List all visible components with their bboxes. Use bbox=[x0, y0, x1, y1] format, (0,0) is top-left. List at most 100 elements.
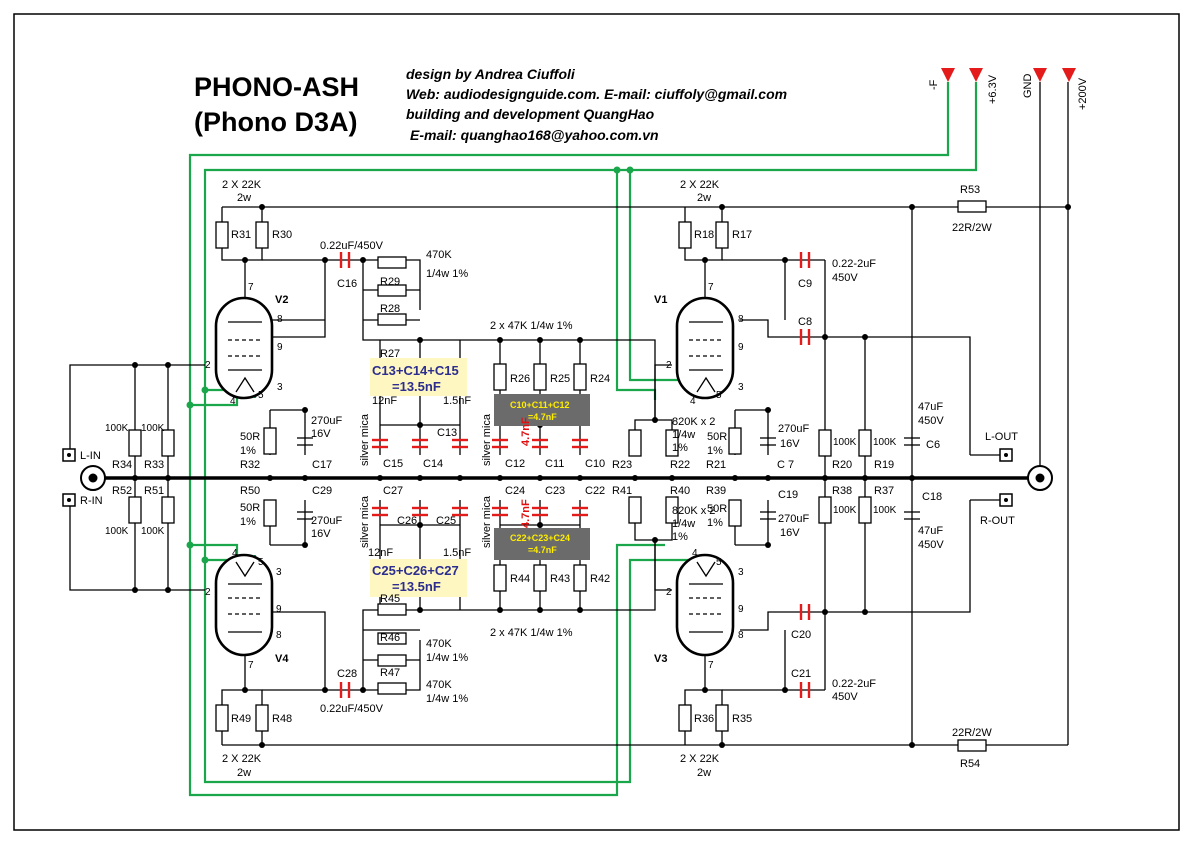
v3-pin: 5 bbox=[716, 557, 722, 568]
value-label: 100K bbox=[873, 505, 897, 516]
value-label: 1/4w 1% bbox=[426, 652, 468, 664]
value-label: 270uF bbox=[778, 423, 809, 435]
v3-pin: 9 bbox=[738, 604, 744, 615]
v4-pin: 4 bbox=[232, 548, 238, 559]
capacitor-label: C15 bbox=[383, 458, 403, 470]
supply-label-gnd: GND bbox=[1022, 74, 1034, 99]
v2-pin: 8 bbox=[277, 314, 283, 325]
value-label: 100K bbox=[141, 526, 165, 537]
value-label: 100K bbox=[141, 423, 165, 434]
v4-pin: 2 bbox=[205, 587, 211, 598]
resistor-label: R51 bbox=[144, 485, 164, 497]
sum-bot-blue-line1: C25+C26+C27 bbox=[372, 563, 459, 578]
resistor-label: R46 bbox=[380, 632, 400, 644]
value-label: 820K x 2 bbox=[672, 416, 715, 428]
v1-pin: 9 bbox=[738, 342, 744, 353]
resistor-label: R35 bbox=[732, 713, 752, 725]
resistor-label: R50 bbox=[240, 485, 260, 497]
capacitor-label: C17 bbox=[312, 459, 332, 471]
value-label: 450V bbox=[918, 539, 944, 551]
capacitor-symbols bbox=[297, 252, 920, 698]
resistor-label: R27 bbox=[380, 348, 400, 360]
v3-pin: 7 bbox=[708, 660, 714, 671]
value-label: 270uF bbox=[311, 415, 342, 427]
capacitor-label: C24 bbox=[505, 485, 525, 497]
title-line-2: (Phono D3A) bbox=[194, 107, 357, 137]
value-label: 2w bbox=[237, 767, 251, 779]
value-label: 100K bbox=[105, 526, 129, 537]
value-label: 16V bbox=[780, 527, 800, 539]
capacitor-label: C29 bbox=[312, 485, 332, 497]
credit-line-2: Web: audiodesignguide.com. E-mail: ciuff… bbox=[406, 86, 787, 102]
supply-terminal-f bbox=[941, 68, 955, 82]
value-label: 0.22-2uF bbox=[832, 678, 876, 690]
v4-pin: 3 bbox=[276, 567, 282, 578]
value-label: 4.7nF bbox=[520, 499, 532, 528]
sum-bot-yel-line1: C22+C23+C24 bbox=[510, 533, 570, 543]
sum-box-bot-blue bbox=[370, 559, 467, 597]
value-label: 820K x 2 bbox=[672, 505, 715, 517]
value-label: 1.5nF bbox=[443, 395, 471, 407]
capacitor-label: C16 bbox=[337, 278, 357, 290]
value-label: 1/4w bbox=[672, 429, 695, 441]
resistor-label: R31 bbox=[231, 229, 251, 241]
value-label: 22R/2W bbox=[952, 222, 992, 234]
sum-top-blue-line1: C13+C14+C15 bbox=[372, 363, 459, 378]
resistor-label: R40 bbox=[670, 485, 690, 497]
capacitor-label: C6 bbox=[926, 439, 940, 451]
capacitor-label: C20 bbox=[791, 629, 811, 641]
tube-label-v3: V3 bbox=[654, 653, 667, 665]
l-in-label: L-IN bbox=[80, 450, 101, 462]
value-label: 0.22uF/450V bbox=[320, 240, 384, 252]
v4-pin: 8 bbox=[276, 630, 282, 641]
resistor-label: R42 bbox=[590, 573, 610, 585]
sum-box-top-blue bbox=[370, 358, 467, 396]
value-label: 450V bbox=[832, 691, 858, 703]
resistor-label: R29 bbox=[380, 276, 400, 288]
v1-pin: 5 bbox=[716, 390, 722, 401]
capacitor-label: C8 bbox=[798, 316, 812, 328]
value-label: 1% bbox=[707, 445, 723, 457]
value-label: 50R bbox=[707, 431, 727, 443]
credit-line-1: design by Andrea Ciuffoli bbox=[406, 66, 576, 82]
value-label: 2 X 22K bbox=[222, 753, 262, 765]
value-label: 16V bbox=[311, 428, 331, 440]
v1-pin: 3 bbox=[738, 382, 744, 393]
credit-line-3: building and development QuangHao bbox=[406, 106, 655, 122]
value-label: 47uF bbox=[918, 525, 943, 537]
resistor-label: R20 bbox=[832, 459, 852, 471]
value-label: 1/4w 1% bbox=[426, 693, 468, 705]
capacitor-label: C25 bbox=[436, 515, 456, 527]
value-label: 1.5nF bbox=[443, 547, 471, 559]
sheet-border bbox=[13, 13, 1180, 831]
output-jack bbox=[1027, 465, 1053, 491]
value-label: 1% bbox=[240, 516, 256, 528]
resistor-label: R21 bbox=[706, 459, 726, 471]
tube-label-v4: V4 bbox=[275, 653, 289, 665]
resistor-label: R23 bbox=[612, 459, 632, 471]
value-label: silver mica bbox=[481, 495, 493, 548]
resistor-label: R41 bbox=[612, 485, 632, 497]
value-label: 16V bbox=[780, 438, 800, 450]
value-label: 50R bbox=[240, 431, 260, 443]
value-label: 22R/2W bbox=[952, 727, 992, 739]
resistor-label: R37 bbox=[874, 485, 894, 497]
sum-bot-blue-line2: =13.5nF bbox=[392, 579, 441, 594]
r-in-label: R-IN bbox=[80, 495, 103, 507]
value-label: 2w bbox=[697, 192, 711, 204]
resistor-bodies bbox=[128, 200, 987, 752]
supply-label-f: -F bbox=[928, 79, 940, 90]
v3-pin: 4 bbox=[692, 548, 698, 559]
v2-pin: 2 bbox=[205, 360, 211, 371]
v4-pin: 9 bbox=[276, 604, 282, 615]
value-label: 2 X 22K bbox=[680, 753, 720, 765]
supply-terminal-6v3 bbox=[969, 68, 983, 82]
tube-label-v1: V1 bbox=[654, 294, 667, 306]
resistor-label: R45 bbox=[380, 593, 400, 605]
value-label: 2w bbox=[237, 192, 251, 204]
value-label: 2w bbox=[697, 767, 711, 779]
supply-label-6v3: +6.3V bbox=[987, 74, 999, 104]
value-label: 450V bbox=[918, 415, 944, 427]
